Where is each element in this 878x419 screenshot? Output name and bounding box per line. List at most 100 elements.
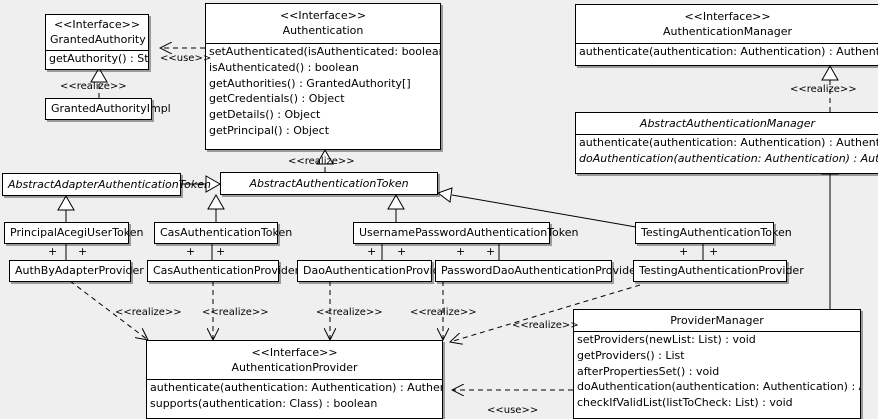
member: authenticate(authentication: Authenticat… <box>150 381 442 394</box>
multiplicity-plus: + <box>397 245 407 258</box>
class-password-dao-authentication-provider[interactable]: PasswordDaoAuthenticationProvider <box>435 260 641 282</box>
member-list: authenticate(authentication: Authenticat… <box>147 380 442 412</box>
multiplicity-plus: + <box>367 245 377 258</box>
stereotype-label: <<Interface>> <box>251 346 338 359</box>
class-authentication[interactable]: <<Interface>> Authentication setAuthenti… <box>205 3 441 150</box>
class-authentication-provider[interactable]: <<Interface>> AuthenticationProvider aut… <box>146 340 443 419</box>
edge-label-realize-granted-authority-impl: <<realize>> <box>60 81 127 92</box>
class-username-password-authentication-token[interactable]: UsernamePasswordAuthenticationToken <box>353 222 579 244</box>
multiplicity-plus: + <box>456 245 466 258</box>
class-name: AbstractAuthenticationManager <box>639 117 816 130</box>
class-name: UsernamePasswordAuthenticationToken <box>359 226 579 239</box>
class-header: DaoAuthenticationProvider <box>298 261 451 281</box>
class-header: <<Interface>> Authentication <box>206 4 440 43</box>
member: getPrincipal() : Object <box>209 123 330 137</box>
class-name: ProviderManager <box>670 314 764 327</box>
class-abstract-authentication-token[interactable]: AbstractAuthenticationToken <box>220 172 438 195</box>
divider <box>147 379 442 380</box>
class-name: CasAuthenticationToken <box>160 226 293 239</box>
multiplicity-plus: + <box>216 245 226 258</box>
edge-label-realize-cas-provider: <<realize>> <box>202 307 269 318</box>
class-header: TestingAuthenticationToken <box>636 223 792 243</box>
class-name: GrantedAuthorityImpl <box>51 102 171 115</box>
class-abstract-adapter-authentication-token[interactable]: AbstractAdapterAuthenticationToken <box>2 173 211 196</box>
member: getProviders() : List <box>577 348 685 362</box>
divider <box>576 43 878 44</box>
member-list: setProviders(newList: List) : void getPr… <box>574 332 860 411</box>
class-name: TestingAuthenticationProvider <box>639 264 804 277</box>
class-header: AbstractAuthenticationManager <box>576 113 878 134</box>
class-principal-acegi-user-token[interactable]: PrincipalAcegiUserToken <box>4 222 144 244</box>
class-auth-by-adapter-provider[interactable]: AuthByAdapterProvider <box>9 260 144 282</box>
class-testing-authentication-provider[interactable]: TestingAuthenticationProvider <box>633 260 804 282</box>
class-name: DaoAuthenticationProvider <box>303 264 451 277</box>
multiplicity-plus: + <box>78 245 88 258</box>
edge-label-realize-abstract-authentication-manager: <<realize>> <box>790 84 857 95</box>
class-header: AbstractAuthenticationToken <box>221 173 437 194</box>
class-granted-authority[interactable]: <<Interface>> GrantedAuthority getAuthor… <box>45 14 149 70</box>
member: getAuthority() : String <box>49 52 148 65</box>
class-name: Authentication <box>282 24 364 37</box>
class-name: PasswordDaoAuthenticationProvider <box>441 264 641 277</box>
member-list: setAuthenticated(isAuthenticated: boolea… <box>206 44 440 139</box>
class-testing-authentication-token[interactable]: TestingAuthenticationToken <box>635 222 792 244</box>
class-header: TestingAuthenticationProvider <box>634 261 804 281</box>
class-header: CasAuthenticationToken <box>155 223 293 243</box>
class-header: <<Interface>> GrantedAuthority <box>46 15 148 50</box>
member: setAuthenticated(isAuthenticated: boolea… <box>209 45 440 58</box>
stereotype-label: <<Interface>> <box>684 10 771 23</box>
class-header: ProviderManager <box>574 310 860 331</box>
member: supports(authentication: Class) : boolea… <box>150 396 378 410</box>
edge-label-use-provider-manager: <<use>> <box>487 405 539 416</box>
class-authentication-manager[interactable]: <<Interface>> AuthenticationManager auth… <box>575 4 878 66</box>
class-granted-authority-impl[interactable]: GrantedAuthorityImpl <box>45 98 171 120</box>
class-name: AbstractAuthenticationToken <box>249 177 409 190</box>
class-abstract-authentication-manager[interactable]: AbstractAuthenticationManager authentica… <box>575 112 878 174</box>
divider <box>574 331 860 332</box>
class-dao-authentication-provider[interactable]: DaoAuthenticationProvider <box>297 260 451 282</box>
member: checkIfValidList(listToCheck: List) : vo… <box>577 396 793 410</box>
edge-label-use-granted-authority: <<use>> <box>160 53 212 64</box>
stereotype-label: <<Interface>> <box>53 18 141 31</box>
class-header: AbstractAdapterAuthenticationToken <box>3 174 211 195</box>
class-name: GrantedAuthority <box>50 33 146 46</box>
class-name: AuthenticationManager <box>663 25 792 38</box>
divider <box>206 43 440 44</box>
class-cas-authentication-token[interactable]: CasAuthenticationToken <box>154 222 293 244</box>
member-list: authenticate(authentication: Authenticat… <box>576 44 878 60</box>
member: doAuthentication(authentication: Authent… <box>579 151 878 165</box>
class-header: UsernamePasswordAuthenticationToken <box>354 223 579 243</box>
class-provider-manager[interactable]: ProviderManager setProviders(newList: Li… <box>573 309 861 419</box>
class-name: TestingAuthenticationToken <box>641 226 792 239</box>
member: getAuthorities() : GrantedAuthority[] <box>209 76 411 90</box>
member: getDetails() : Object <box>209 108 321 122</box>
member: authenticate(authentication: Authenticat… <box>579 45 878 58</box>
class-header: AuthByAdapterProvider <box>10 261 144 281</box>
edge-label-realize-abstract-authentication-token: <<realize>> <box>288 156 355 167</box>
member: isAuthenticated() : boolean <box>209 60 359 74</box>
class-cas-authentication-provider[interactable]: CasAuthenticationProvider <box>147 260 300 282</box>
multiplicity-plus: + <box>709 245 719 258</box>
class-header: GrantedAuthorityImpl <box>46 99 171 119</box>
member: authenticate(authentication: Authenticat… <box>579 136 878 149</box>
edge-label-realize-password-dao-provider: <<realize>> <box>410 307 477 318</box>
member-list: getAuthority() : String <box>46 51 148 67</box>
stereotype-label: <<Interface>> <box>279 9 367 22</box>
class-header: <<Interface>> AuthenticationManager <box>576 5 878 43</box>
multiplicity-plus: + <box>186 245 196 258</box>
member: setProviders(newList: List) : void <box>577 333 756 346</box>
divider <box>576 134 878 135</box>
edge-label-realize-dao-provider: <<realize>> <box>316 307 383 318</box>
member: getCredentials() : Object <box>209 92 345 106</box>
class-header: <<Interface>> AuthenticationProvider <box>147 341 442 379</box>
class-name: AuthenticationProvider <box>231 361 358 374</box>
multiplicity-plus: + <box>48 245 58 258</box>
class-name: CasAuthenticationProvider <box>153 264 300 277</box>
class-name: AuthByAdapterProvider <box>15 264 144 277</box>
class-name: PrincipalAcegiUserToken <box>10 226 144 239</box>
multiplicity-plus: + <box>679 245 689 258</box>
member: doAuthentication(authentication: Authent… <box>577 380 860 394</box>
multiplicity-plus: + <box>486 245 496 258</box>
class-header: PasswordDaoAuthenticationProvider <box>436 261 641 281</box>
